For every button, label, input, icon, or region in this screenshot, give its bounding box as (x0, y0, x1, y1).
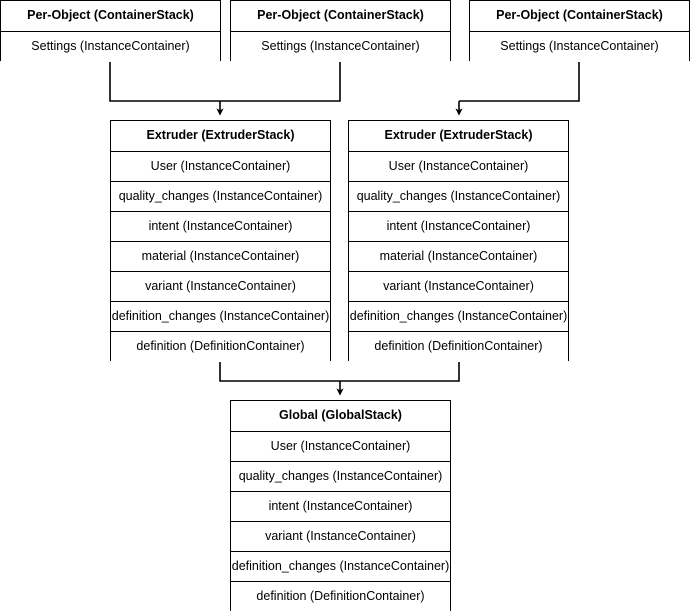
edge-extruder-1-to-global (219, 361, 340, 382)
stack-row: quality_changes (InstanceContainer) (111, 182, 330, 212)
stack-box-extruder-2: Extruder (ExtruderStack)User (InstanceCo… (348, 120, 569, 362)
edge-per-object-3-to-extruder-2 (459, 61, 580, 102)
stack-row: quality_changes (InstanceContainer) (231, 462, 450, 492)
stack-header-per-object-2: Per-Object (ContainerStack) (231, 1, 450, 32)
stack-row: material (InstanceContainer) (111, 242, 330, 272)
stack-row: definition (DefinitionContainer) (231, 582, 450, 612)
stack-row: material (InstanceContainer) (349, 242, 568, 272)
stack-row: definition (DefinitionContainer) (349, 332, 568, 362)
stack-header-per-object-3: Per-Object (ContainerStack) (470, 1, 689, 32)
stack-row: Settings (InstanceContainer) (470, 32, 689, 62)
stack-header-extruder-1: Extruder (ExtruderStack) (111, 121, 330, 152)
stack-row: variant (InstanceContainer) (111, 272, 330, 302)
stack-row: Settings (InstanceContainer) (231, 32, 450, 62)
stack-row: definition_changes (InstanceContainer) (349, 302, 568, 332)
stack-row: User (InstanceContainer) (349, 152, 568, 182)
edge-per-object-2-to-extruder-1 (220, 61, 341, 102)
edge-per-object-1-to-extruder-1 (109, 61, 220, 102)
stack-row: intent (InstanceContainer) (349, 212, 568, 242)
stack-row: definition_changes (InstanceContainer) (231, 552, 450, 582)
stack-header-per-object-1: Per-Object (ContainerStack) (1, 1, 220, 32)
stack-row: quality_changes (InstanceContainer) (349, 182, 568, 212)
edge-extruder-2-to-global (340, 361, 460, 382)
stack-row: definition (DefinitionContainer) (111, 332, 330, 362)
stack-row: variant (InstanceContainer) (349, 272, 568, 302)
stack-header-extruder-2: Extruder (ExtruderStack) (349, 121, 568, 152)
stack-row: User (InstanceContainer) (231, 432, 450, 462)
stack-box-per-object-1: Per-Object (ContainerStack)Settings (Ins… (0, 0, 221, 62)
stack-row: User (InstanceContainer) (111, 152, 330, 182)
stack-row: definition_changes (InstanceContainer) (111, 302, 330, 332)
stack-row: intent (InstanceContainer) (111, 212, 330, 242)
stack-row: variant (InstanceContainer) (231, 522, 450, 552)
stack-box-per-object-2: Per-Object (ContainerStack)Settings (Ins… (230, 0, 451, 62)
stack-row: Settings (InstanceContainer) (1, 32, 220, 62)
stack-box-extruder-1: Extruder (ExtruderStack)User (InstanceCo… (110, 120, 331, 362)
stack-header-global: Global (GlobalStack) (231, 401, 450, 432)
stack-box-global: Global (GlobalStack)User (InstanceContai… (230, 400, 451, 612)
stack-box-per-object-3: Per-Object (ContainerStack)Settings (Ins… (469, 0, 690, 62)
stack-row: intent (InstanceContainer) (231, 492, 450, 522)
